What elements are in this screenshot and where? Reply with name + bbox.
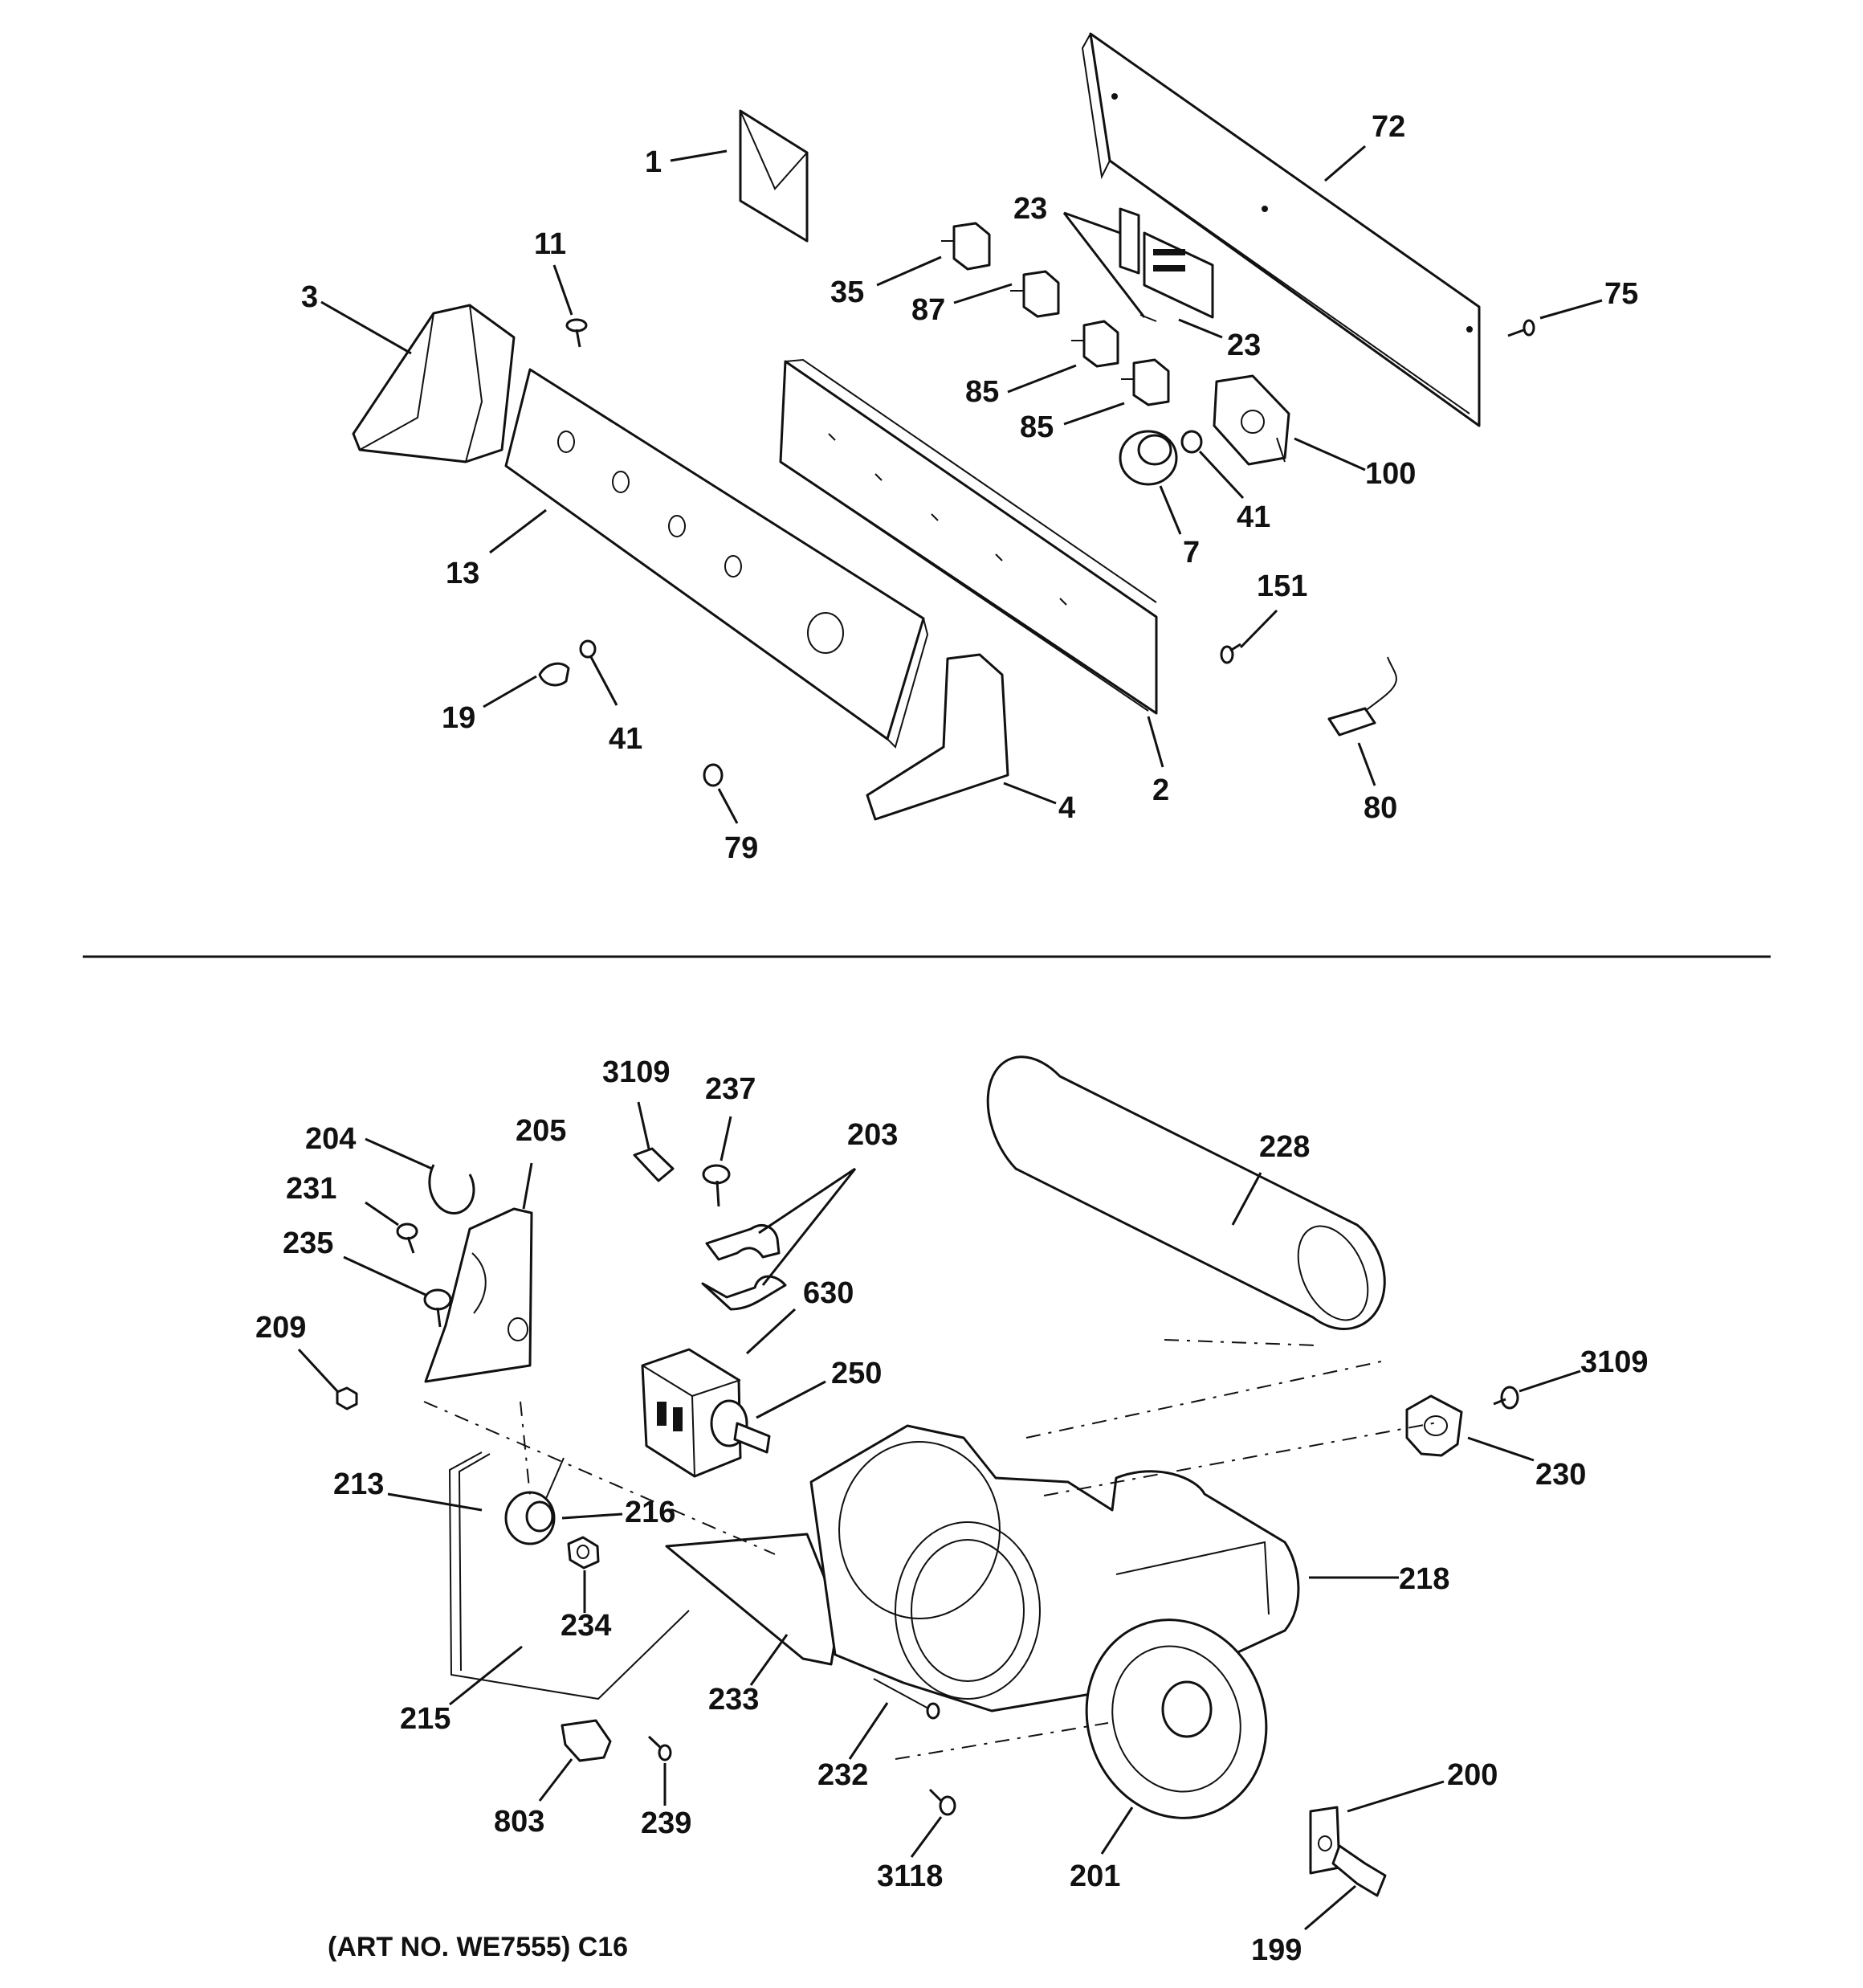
- callout-79: 79: [724, 831, 758, 865]
- part-201-blower-wheel: [1085, 1619, 1268, 1819]
- callout-87: 87: [911, 293, 945, 327]
- callout-41-lower: 41: [609, 722, 642, 756]
- callout-630: 630: [803, 1276, 854, 1310]
- callout-1: 1: [645, 145, 662, 179]
- part-250-motor-shaft: [710, 1399, 771, 1454]
- callout-203: 203: [847, 1118, 898, 1152]
- part-216-idler-pulley: [504, 1491, 556, 1545]
- part-4-end-cap-right: [866, 653, 1009, 821]
- callout-233: 233: [708, 1683, 759, 1717]
- leaders-lower: [297, 1101, 1581, 1931]
- callout-2: 2: [1152, 774, 1169, 807]
- part-79-plug: [703, 763, 724, 787]
- part-235-screw: [423, 1288, 452, 1328]
- callout-35: 35: [830, 276, 864, 309]
- part-3118-screw: [928, 1788, 956, 1816]
- part-199-bolt: [1331, 1844, 1387, 1897]
- part-234-nut: [567, 1536, 600, 1570]
- part-13-control-panel: [504, 368, 929, 749]
- art-number: (ART NO. WE7555) C16: [328, 1932, 628, 1962]
- callout-72: 72: [1372, 110, 1405, 144]
- callout-151: 151: [1257, 569, 1307, 603]
- callout-13: 13: [446, 557, 479, 590]
- part-151-screw: [1220, 643, 1241, 664]
- part-204-clamp: [428, 1164, 475, 1214]
- callout-4: 4: [1058, 791, 1075, 825]
- callout-80: 80: [1364, 791, 1397, 825]
- leaders-upper: [320, 145, 1603, 824]
- part-19-knob-small: [538, 662, 570, 687]
- part-203-clamp-lower: [701, 1275, 787, 1311]
- callout-213: 213: [333, 1468, 384, 1501]
- callout-75: 75: [1604, 277, 1638, 311]
- part-23-control-board: [1119, 207, 1214, 322]
- callout-228: 228: [1259, 1130, 1310, 1164]
- part-35-switch: [941, 222, 991, 271]
- callout-3118: 3118: [877, 1859, 943, 1893]
- part-80-sensor: [1327, 656, 1397, 737]
- part-85-switch-upper: [1071, 320, 1119, 368]
- part-209-nut: [336, 1386, 358, 1410]
- callout-216: 216: [625, 1496, 675, 1529]
- callout-803: 803: [494, 1805, 544, 1839]
- callout-235: 235: [283, 1227, 333, 1260]
- callout-199: 199: [1251, 1933, 1302, 1967]
- callout-218: 218: [1399, 1562, 1449, 1596]
- callout-100: 100: [1365, 457, 1416, 491]
- part-213-idler-arm: [448, 1451, 690, 1700]
- callout-205: 205: [516, 1114, 566, 1148]
- callout-231: 231: [286, 1172, 336, 1206]
- callout-239: 239: [641, 1806, 691, 1840]
- callout-41-upper: 41: [1237, 500, 1270, 534]
- part-75-screw: [1507, 319, 1535, 337]
- part-203-clamp-upper: [705, 1224, 781, 1261]
- callout-3109-upper: 3109: [602, 1055, 671, 1089]
- part-239-screw: [647, 1735, 672, 1761]
- callout-labels: 1 72 23 11 3 35 75 87 23 85 85 100 41 7 …: [255, 110, 1649, 1967]
- part-803-clip: [561, 1719, 612, 1762]
- callout-85-lower: 85: [1020, 410, 1054, 444]
- callout-204: 204: [305, 1122, 356, 1156]
- part-7-knob: [1119, 430, 1178, 486]
- callout-250: 250: [831, 1357, 882, 1390]
- callout-201: 201: [1070, 1859, 1120, 1893]
- part-100-timer: [1213, 374, 1290, 466]
- callout-215: 215: [400, 1702, 450, 1736]
- part-2-panel-frame: [779, 358, 1158, 715]
- callout-200: 200: [1447, 1758, 1498, 1792]
- part-630-motor: [641, 1348, 742, 1478]
- part-72-rear-panel: [1081, 32, 1481, 427]
- part-41-clip-lower: [579, 639, 597, 659]
- callout-237: 237: [705, 1072, 756, 1106]
- part-3-end-cap-left: [352, 304, 516, 463]
- part-1-literature-envelope: [739, 109, 809, 243]
- callout-3: 3: [301, 280, 318, 314]
- part-231-screw: [396, 1223, 418, 1254]
- callout-23-lower: 23: [1227, 329, 1261, 362]
- part-205-motor-bracket: [424, 1207, 533, 1383]
- callout-23: 23: [1013, 192, 1047, 226]
- callout-85-upper: 85: [965, 375, 999, 409]
- callout-232: 232: [817, 1758, 868, 1792]
- part-85-switch-lower: [1121, 358, 1170, 406]
- part-3109-screw-right: [1493, 1386, 1519, 1410]
- part-228-duct: [986, 1055, 1386, 1330]
- callout-230: 230: [1535, 1458, 1586, 1492]
- callout-19: 19: [442, 701, 475, 735]
- part-237-screw: [702, 1164, 731, 1207]
- part-230-bracket: [1405, 1394, 1463, 1457]
- part-3109-fitting-upper: [633, 1147, 675, 1182]
- callout-11: 11: [534, 227, 566, 261]
- callout-209: 209: [255, 1311, 306, 1345]
- part-232-rod: [873, 1678, 940, 1720]
- part-11-screw: [565, 318, 588, 348]
- callout-7: 7: [1183, 536, 1200, 569]
- assembly-lines: [423, 1339, 1442, 1760]
- callout-234: 234: [561, 1609, 611, 1643]
- callout-3109-right: 3109: [1580, 1345, 1649, 1379]
- part-233-motor-mount-base: [665, 1533, 841, 1666]
- part-41-clip-upper: [1180, 430, 1203, 454]
- part-87-switch: [1010, 270, 1060, 318]
